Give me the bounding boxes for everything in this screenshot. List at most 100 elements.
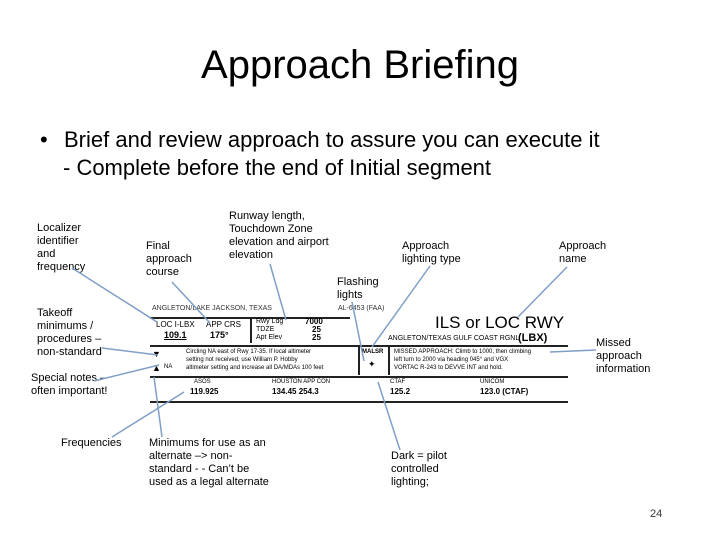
annotation-line: Approach xyxy=(559,240,607,252)
annotation-line: Runway length, xyxy=(229,210,305,222)
triangle-t-icon: ▼ xyxy=(152,349,161,359)
annotation-line: information xyxy=(596,363,651,375)
arrow-runway xyxy=(269,263,287,321)
plate-freq-label: UNICOM xyxy=(480,379,505,385)
annotation-line: standard - - Can’t be xyxy=(149,463,250,475)
arrow-flashing xyxy=(351,301,365,362)
annotation-line: lighting type xyxy=(402,253,461,265)
plate-rule xyxy=(150,401,568,403)
annotation-approach-name: Approach name xyxy=(559,240,606,266)
plate-note-line: setting not received, use William P. Hob… xyxy=(186,357,298,363)
plate-apt-elev-label: Apt Elev xyxy=(256,334,283,341)
annotation-flashing: Flashing lights xyxy=(337,276,379,302)
plate-note-line: Circling NA east of Rwy 17-35. If local … xyxy=(186,349,312,355)
annotation-line: and xyxy=(37,248,56,260)
arrow-lighting-type xyxy=(371,265,431,348)
arrow-approach-name xyxy=(517,266,568,318)
annotation-line: approach xyxy=(596,350,642,362)
annotation-localizer: Localizer identifier and frequency xyxy=(37,222,85,274)
annotation-line: non-standard xyxy=(37,346,102,358)
plate-na-label: NA xyxy=(164,364,173,370)
annotation-line: elevation and airport xyxy=(229,236,329,248)
bullet-dot-icon: • xyxy=(40,127,48,152)
bullet-line: • Brief and review approach to assure you… xyxy=(40,126,600,154)
annotation-line: lighting; xyxy=(391,476,429,488)
plate-freq-label: ASOS xyxy=(194,379,211,385)
annotation-takeoff: Takeoff minimums / procedures – non-stan… xyxy=(37,307,102,359)
annotation-line: Missed xyxy=(596,337,631,349)
annotation-minimums: Minimums for use as an alternate –> non-… xyxy=(149,437,269,489)
annotation-special-notes: Special notes – often important! xyxy=(31,372,107,398)
plate-tdze-label: TDZE xyxy=(256,326,275,333)
triangle-a-icon: ▲ xyxy=(152,363,161,373)
arrow-minimums xyxy=(153,376,163,438)
plate-loc-freq: 109.1 xyxy=(164,330,187,340)
arrow-missed xyxy=(549,349,597,353)
annotation-line: procedures – xyxy=(37,333,102,345)
arrow-special-notes xyxy=(93,364,160,382)
plate-rule xyxy=(150,317,350,319)
annotation-line: Approach xyxy=(402,240,450,252)
annotation-frequencies: Frequencies xyxy=(61,437,122,450)
plate-app-crs-label: APP CRS xyxy=(206,320,241,329)
bullet-text: Brief and review approach to assure you … xyxy=(64,127,600,152)
annotation-line: Final xyxy=(146,240,170,252)
annotation-line: Frequencies xyxy=(61,437,122,449)
plate-header-left: ANGLETON/LAKE JACKSON, TEXAS xyxy=(152,305,272,312)
plate-freq-value: 134.45 254.3 xyxy=(272,387,319,396)
plate-loc-label: LOC I-LBX xyxy=(156,320,195,329)
annotation-line: course xyxy=(146,266,180,278)
plate-note-line: altimeter setting and increase all DA/MD… xyxy=(186,365,324,371)
slide-title: Approach Briefing xyxy=(201,43,519,87)
annotation-line: controlled xyxy=(391,463,439,475)
plate-divider xyxy=(388,345,390,375)
plate-missed-line: VORTAC R-243 to DEVVE INT and hold. xyxy=(394,365,503,371)
arrow-frequencies xyxy=(111,391,185,438)
annotation-line: Flashing xyxy=(337,276,379,288)
plate-freq-label: HOUSTON APP CON xyxy=(272,379,331,385)
annotation-line: Special notes – xyxy=(31,372,107,384)
annotation-line: Dark = pilot xyxy=(391,450,447,462)
plate-tdze: 25 xyxy=(312,325,321,334)
annotation-line: elevation xyxy=(229,249,274,261)
annotation-runway: Runway length, Touchdown Zone elevation … xyxy=(229,210,329,262)
plate-divider xyxy=(358,345,360,375)
plate-rule xyxy=(150,376,568,378)
plate-freq-label: CTAF xyxy=(390,379,406,385)
annotation-line: name xyxy=(559,253,587,265)
annotation-line: Touchdown Zone xyxy=(229,223,313,235)
annotation-line: used as a legal alternate xyxy=(149,476,269,488)
plate-alsf: MALSR xyxy=(362,349,384,355)
annotation-line: alternate –> non- xyxy=(149,450,233,462)
approach-plate: ANGLETON/LAKE JACKSON, TEXAS AL-6453 (FA… xyxy=(150,305,568,407)
plate-missed-line: left turn to 2000 via heading 045° and V… xyxy=(394,357,509,363)
arrow-localizer xyxy=(71,267,158,323)
annotation-missed: Missed approach information xyxy=(596,337,650,376)
plate-airport-name: ANGLETON/TEXAS GULF COAST RGNL xyxy=(388,335,520,342)
annotation-line: minimums / xyxy=(37,320,94,332)
annotation-line: Takeoff xyxy=(37,307,73,319)
annotation-line: approach xyxy=(146,253,192,265)
annotation-line: frequency xyxy=(37,261,86,273)
plate-airport-id: (LBX) xyxy=(518,332,548,344)
plate-app-crs: 175° xyxy=(210,330,229,340)
annotation-final-course: Final approach course xyxy=(146,240,192,279)
annotation-line: Minimums for use as an xyxy=(149,437,266,449)
plate-divider xyxy=(250,318,252,343)
annotation-line: Localizer xyxy=(37,222,82,234)
plate-freq-value: 125.2 xyxy=(390,387,411,396)
annotation-dark-lighting: Dark = pilot controlled lighting; xyxy=(391,450,447,489)
plate-freq-value: 123.0 (CTAF) xyxy=(480,387,529,396)
annotation-line: identifier xyxy=(37,235,79,247)
plate-header-right: AL-6453 (FAA) xyxy=(338,305,385,312)
plate-rwy-ldg-label: Rwy Ldg xyxy=(256,318,284,325)
annotation-line: often important! xyxy=(31,385,108,397)
lighting-symbol-icon: ✦ xyxy=(368,359,376,369)
arrow-takeoff xyxy=(101,347,159,356)
annotation-lighting-type: Approach lighting type xyxy=(402,240,461,266)
page-number: 24 xyxy=(650,508,663,520)
plate-apt-elev: 25 xyxy=(312,333,321,342)
annotation-line: lights xyxy=(337,289,363,301)
plate-freq-value: 119.925 xyxy=(190,387,219,396)
